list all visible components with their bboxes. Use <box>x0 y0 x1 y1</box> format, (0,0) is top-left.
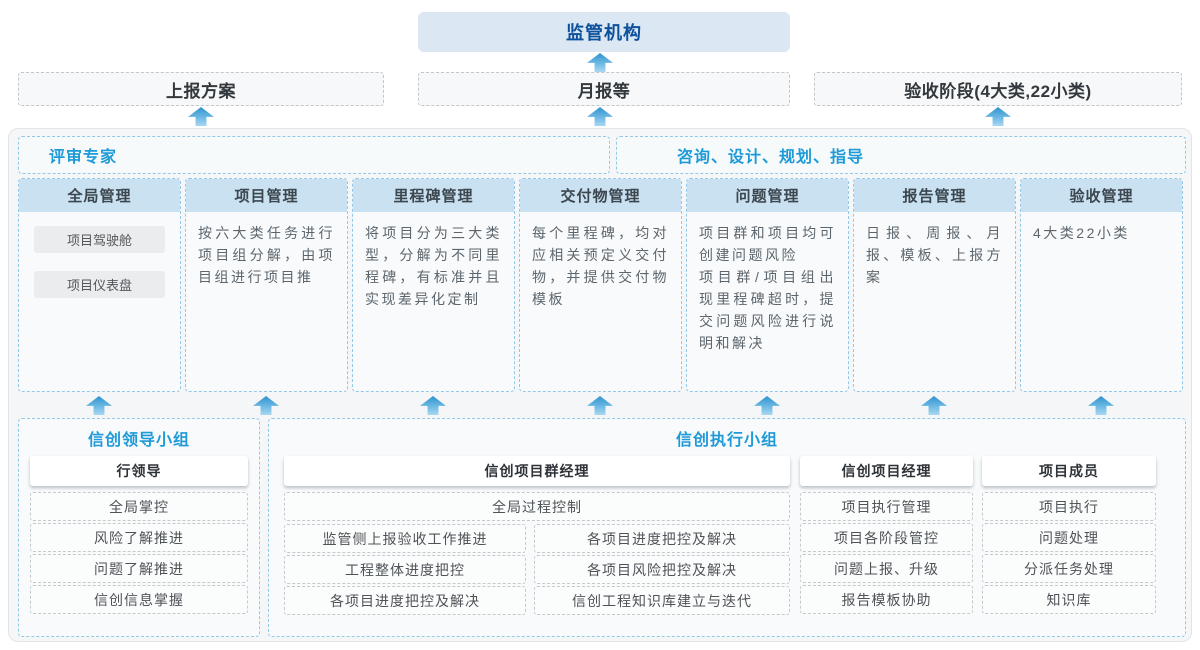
member-item: 项目执行 <box>982 492 1156 521</box>
leader-group-title: 信创领导小组 <box>87 432 190 449</box>
column-description: 将项目分为三大类型，分解为不同里程碑，有标准并且实现差异化定制 <box>365 225 502 307</box>
up-arrow-icon <box>188 107 214 126</box>
leader-item: 信创信息掌握 <box>30 585 248 614</box>
member-item: 分派任务处理 <box>982 554 1156 583</box>
column-milestone-mgmt: 里程碑管理 将项目分为三大类型，分解为不同里程碑，有标准并且实现差异化定制 <box>352 178 515 392</box>
report-box-monthly: 月报等 <box>418 72 790 106</box>
pm-group-item: 各项目进度把控及解决 <box>284 586 526 615</box>
consulting-header: 咨询、设计、规划、指导 <box>616 136 1186 174</box>
chip-project-dashboard: 项目仪表盘 <box>34 271 165 298</box>
column-title: 问题管理 <box>687 179 848 212</box>
project-manager-item: 报告模板协助 <box>800 585 973 614</box>
project-manager-item: 项目执行管理 <box>800 492 973 521</box>
column-title: 里程碑管理 <box>353 179 514 212</box>
column-title: 验收管理 <box>1021 179 1182 212</box>
column-description: 日报、周报、月报、模板、上报方案 <box>866 225 1003 285</box>
column-report-mgmt: 报告管理 日报、周报、月报、模板、上报方案 <box>853 178 1016 392</box>
up-arrow-icon <box>985 107 1011 126</box>
pm-group-item: 全局过程控制 <box>284 492 790 521</box>
column-description: 每个里程碑，均对应相关预定义交付物，并提供交付物模板 <box>532 225 669 307</box>
member-item: 问题处理 <box>982 523 1156 552</box>
role-card-project-manager: 信创项目经理 <box>800 456 973 486</box>
pm-group-item: 信创工程知识库建立与迭代 <box>534 586 790 615</box>
column-description: 按六大类任务进行项目组分解，由项目组进行项目推 <box>198 225 335 285</box>
column-project-mgmt: 项目管理 按六大类任务进行项目组分解，由项目组进行项目推 <box>185 178 348 392</box>
review-experts-header: 评审专家 <box>18 136 610 174</box>
member-item: 知识库 <box>982 585 1156 614</box>
paragraph: 项目群和项目均可创建问题风险 <box>699 225 836 263</box>
leader-item: 问题了解推进 <box>30 554 248 583</box>
chip-project-cockpit: 项目驾驶舱 <box>34 226 165 253</box>
column-title: 报告管理 <box>854 179 1015 212</box>
column-title: 项目管理 <box>186 179 347 212</box>
exec-group-title: 信创执行小组 <box>675 432 778 449</box>
pm-group-item: 各项目风险把控及解决 <box>534 555 790 584</box>
column-acceptance-mgmt: 验收管理 4大类22小类 <box>1020 178 1183 392</box>
pm-group-item: 工程整体进度把控 <box>284 555 526 584</box>
paragraph: 项目群/项目组出现里程碑超时，提交问题风险进行说明和解决 <box>699 269 836 351</box>
report-box-acceptance: 验收阶段(4大类,22小类) <box>814 72 1182 106</box>
leader-item: 全局掌控 <box>30 492 248 521</box>
project-manager-item: 问题上报、升级 <box>800 554 973 583</box>
column-title: 全局管理 <box>19 179 180 212</box>
up-arrow-icon <box>587 53 613 72</box>
column-issue-mgmt: 问题管理 项目群和项目均可创建问题风险 项目群/项目组出现里程碑超时，提交问题风… <box>686 178 849 392</box>
column-description: 4大类22小类 <box>1033 225 1130 241</box>
role-card-member: 项目成员 <box>982 456 1156 486</box>
role-card-bank-leadership: 行领导 <box>30 456 248 486</box>
leader-item: 风险了解推进 <box>30 523 248 552</box>
up-arrow-icon <box>587 107 613 126</box>
report-box-plan: 上报方案 <box>18 72 384 106</box>
regulator-box: 监管机构 <box>418 12 790 52</box>
pm-group-item: 监管侧上报验收工作推进 <box>284 524 526 553</box>
pm-group-item: 各项目进度把控及解决 <box>534 524 790 553</box>
column-title: 交付物管理 <box>520 179 681 212</box>
project-manager-item: 项目各阶段管控 <box>800 523 973 552</box>
role-card-program-manager: 信创项目群经理 <box>284 456 790 486</box>
column-description: 项目群和项目均可创建问题风险 项目群/项目组出现里程碑超时，提交问题风险进行说明… <box>687 212 848 364</box>
column-deliverable-mgmt: 交付物管理 每个里程碑，均对应相关预定义交付物，并提供交付物模板 <box>519 178 682 392</box>
